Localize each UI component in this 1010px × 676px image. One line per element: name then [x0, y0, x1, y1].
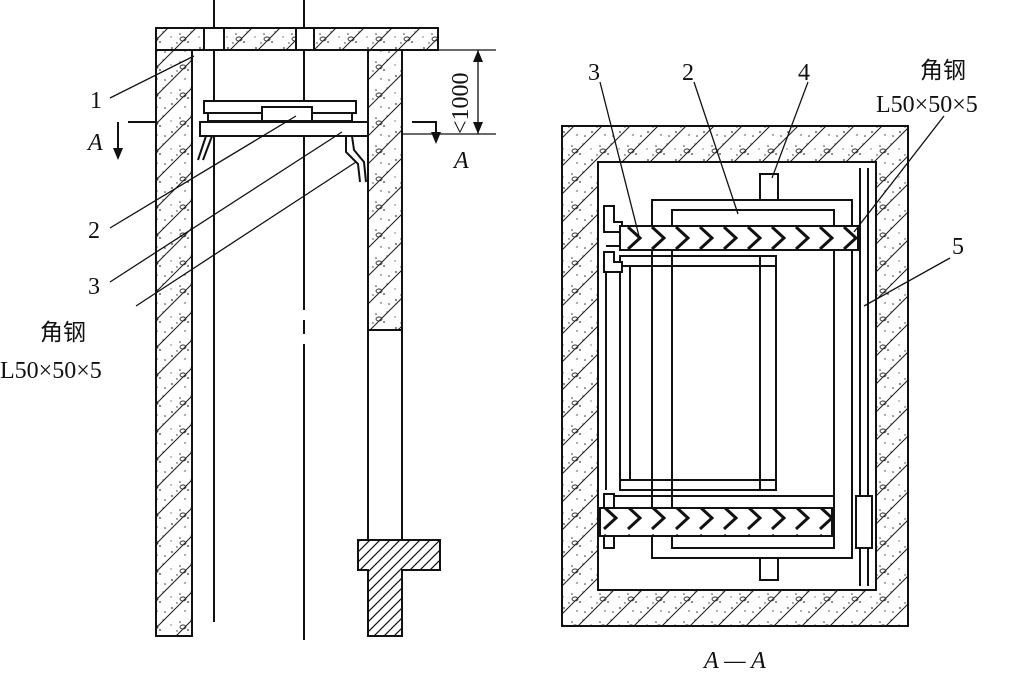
frame-outer [651, 199, 853, 559]
left-wall [155, 49, 193, 637]
section-title: A — A [702, 648, 766, 674]
right-label-3: 3 [588, 60, 600, 86]
slab-opening-right [295, 27, 315, 51]
right-label-5: 5 [952, 234, 964, 260]
left-label-3: 3 [88, 274, 100, 300]
angle-steel-right [345, 135, 367, 183]
frame-mid [671, 209, 835, 549]
section-mark-left: A [86, 130, 103, 156]
right-plan-view: 3 2 4 角钢 L50×50×5 5 A — A [561, 58, 978, 674]
left-label-2: 2 [88, 218, 100, 244]
post-4-bottom [759, 557, 779, 581]
frame-inner [619, 255, 777, 491]
beam-top [619, 225, 859, 251]
right-label-4: 4 [798, 60, 810, 86]
slab-opening-left [203, 27, 225, 51]
platform-beam [199, 121, 369, 137]
right-angle-steel-spec: L50×50×5 [876, 92, 978, 118]
right-label-2: 2 [682, 60, 694, 86]
section-mark-right: A [452, 148, 469, 174]
left-section-view: 1 2 3 角钢 L50×50×5 A A <1000 [0, 0, 496, 640]
post-4-top [759, 173, 779, 201]
right-wall-upper [367, 49, 403, 331]
left-angle-steel-spec: L50×50×5 [0, 358, 102, 384]
dimension-label: <1000 [448, 72, 474, 134]
right-angle-steel-name: 角钢 [920, 58, 966, 84]
platform-center-block [261, 106, 313, 122]
left-label-1: 1 [90, 88, 102, 114]
angle-steel-left [197, 135, 213, 161]
floor-slab [357, 539, 441, 637]
beam-bottom [599, 507, 833, 537]
left-angle-steel-name: 角钢 [40, 320, 86, 346]
rail-5-block [855, 495, 873, 549]
shaft-inner-outline [597, 161, 877, 591]
